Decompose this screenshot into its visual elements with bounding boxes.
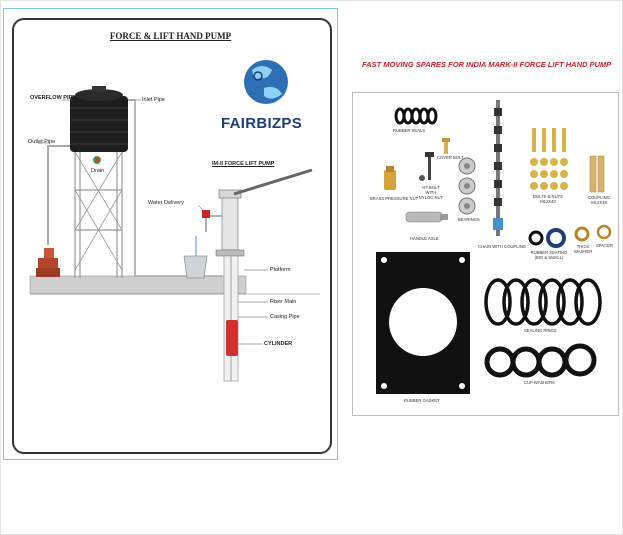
ht-bolt: [428, 156, 431, 180]
sealing-rings: [484, 278, 602, 326]
label-ht-bolt: HT BOLT WITH NYLOC NUT: [418, 185, 444, 200]
label-handle-axle: HANDLE AXLE: [410, 236, 439, 241]
label-rubber-seals: RUBBER SEALS: [393, 128, 426, 133]
bucket: [183, 255, 208, 279]
thick-washer: [574, 226, 590, 242]
label-drain: Drain: [91, 168, 105, 174]
bearings: [458, 157, 476, 215]
outlet-pipe: [47, 145, 70, 245]
brick-stand: [36, 248, 60, 277]
label-cylinder: CYLINDER: [264, 341, 293, 347]
label-outlet-pipe: Outlet Pipe: [28, 139, 56, 145]
label-rubber-seating: RUBBER SEATING (BIG & SMALL): [530, 250, 568, 260]
cover-bolt: [444, 140, 448, 154]
label-inlet-pipe: Inlet Pipe: [142, 97, 165, 103]
delivery-valve: [202, 210, 210, 218]
couplings: [589, 155, 605, 193]
label-coupling: COUPLING M12X38: [588, 195, 610, 205]
label-bolts-nuts: BOLTS & NUTS M12X40: [533, 194, 563, 204]
label-cup-washers: CUP WASHERS: [524, 380, 555, 385]
brass-pressure-nut: [384, 170, 396, 190]
cylinder: [226, 320, 238, 356]
spacer: [596, 224, 612, 240]
hand-pump: [215, 168, 313, 257]
label-cover-bolt: COVER BOLT: [437, 155, 464, 160]
label-brass-pressure-nut: BRASS PRESSURE NUT: [370, 196, 419, 201]
diagram-title: FORCE & LIFT HAND PUMP: [109, 31, 232, 41]
label-spacer: SPACER: [596, 243, 613, 248]
bolts-and-nuts: [530, 128, 568, 190]
spares-title: FAST MOVING SPARES FOR INDIA MARK-II FOR…: [362, 60, 612, 69]
label-overflow-pipe: OVERFLOW PIPE: [30, 95, 76, 101]
rubber-gasket: [376, 252, 470, 394]
label-sealing-rings: SEALING RINGS: [524, 328, 557, 333]
water-tower: [74, 151, 123, 278]
label-thick-washer: THICK WASHER: [574, 244, 593, 254]
water-tank: [70, 86, 128, 152]
logo-text: FAIRBIZPS: [221, 115, 303, 132]
label-platform: Platform: [270, 267, 291, 273]
label-water-delivery: Water Delivery: [148, 200, 184, 206]
label-casing-pipe: Casing Pipe: [270, 314, 300, 320]
rubber-seating-small: [528, 230, 544, 246]
label-rubber-gasket: RUBBER GASKET: [404, 398, 440, 403]
label-im2-pump: IM-II FORCE LIFT PUMP: [212, 161, 275, 167]
chain-with-coupling: [493, 100, 503, 236]
label-riser-main: Riser Main: [270, 299, 297, 305]
label-bearings: BEARINGS: [458, 217, 480, 222]
handle-axle: [405, 211, 443, 223]
rubber-seals: [394, 107, 438, 125]
rubber-seating-big: [546, 228, 566, 248]
label-chain-coupling: CHAIN WITH COUPLING: [478, 244, 526, 249]
diagram-border: [12, 18, 332, 454]
cup-washers: [484, 343, 597, 378]
